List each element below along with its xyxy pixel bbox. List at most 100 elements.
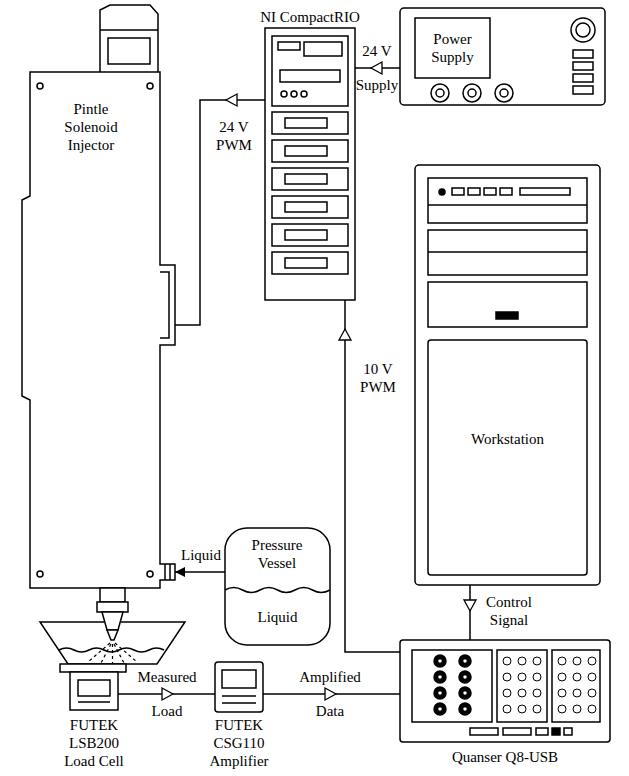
signal-label: Amplified Data [295,660,365,728]
drawing-part [428,204,587,206]
drawing-part [412,650,492,722]
injector-drawing [22,5,175,640]
drawing-part [533,689,541,697]
drawing-part [503,657,596,713]
spray-lines [88,643,137,663]
drawing-part [285,118,327,128]
device-label: Workstation [432,430,583,448]
drawing-part [576,23,590,37]
drawing-part [107,630,118,640]
drawing-part [459,671,471,683]
drawing-part [500,188,512,195]
drawing-part [434,687,446,699]
drawing-part [272,196,348,218]
drawing-part [70,672,118,710]
drawing-part [573,689,581,697]
drawing-part [415,165,600,585]
drawing-part [22,72,175,588]
power-supply-drawing [400,8,605,105]
drawing-part [215,662,263,712]
signal-label: Control Signal [478,593,540,629]
drawing-part [415,18,490,78]
drawing-part [533,705,541,713]
device-box: Pintle Solenoid Injector [22,5,175,648]
drawing-part [100,29,158,31]
drawing-part [438,659,443,664]
drawing-part [60,664,126,672]
drawing-part [285,146,327,156]
drawing-part [438,675,443,680]
drawing-part [573,62,593,70]
drawing-part [459,703,471,715]
drawing-part [272,224,348,246]
signal-line [175,100,265,325]
arrowhead [371,62,382,74]
signal-connector [175,94,265,325]
drawing-part [573,657,581,665]
device-label: Pressure Vessel [242,536,312,572]
arrowhead [175,567,185,577]
drawing-part [438,691,443,696]
drawing-part [428,230,587,275]
drawing-part [558,657,566,665]
drawing-part [573,74,593,82]
drawing-part [573,50,593,58]
device-label: Liquid [230,608,325,626]
drawing-part [37,83,43,89]
drawing-part [571,18,595,42]
drawing-part [518,705,526,713]
drawing-part [552,728,560,735]
drawing-part [573,673,581,681]
device-label: Quanser Q8-USB [400,748,610,766]
drawing-part [496,312,518,319]
drawing-part [272,252,348,274]
drawing-part [431,84,449,102]
load-cell-drawing [60,664,126,710]
signal-line [469,585,471,640]
drawing-part [78,701,110,703]
device-label: FUTEK CSG110 Amplifier [202,716,276,770]
signal-line [345,300,400,652]
drawing-part [222,696,256,703]
drawing-part [558,705,566,713]
drawing-part [495,84,513,102]
drawing-part [438,707,443,712]
drawing-part [285,258,327,268]
drawing-part [100,588,125,602]
drawing-part [468,89,476,97]
drawing-part [100,5,158,72]
drawing-part [518,657,526,665]
arrowhead [325,688,336,700]
drawing-part [434,655,446,667]
drawing-part [588,705,596,713]
device-label: Pintle Solenoid Injector [52,100,130,154]
drawing-part [88,643,110,662]
arrowhead [464,600,476,611]
drawing-part [503,728,531,735]
signal-connector [175,567,225,577]
drawing-part [533,657,541,665]
device-box: FUTEK LSB200 Load Cell [70,672,118,710]
drawing-part [573,86,593,94]
signal-label: 24 V PWM [205,118,263,154]
signal-label: 10 V PWM [352,360,404,396]
signal-label: 24 V Supply [352,34,402,102]
drawing-part [222,670,256,688]
drawing-part [536,728,548,735]
drawing-part [301,91,307,97]
drawing-part [463,675,468,680]
drawing-part [225,528,330,645]
signal-label: Measured Load [134,660,200,728]
drawing-part [428,282,587,327]
drawing-part [497,650,547,722]
drawing-part [503,657,511,665]
device-box: Power Supply [400,8,605,105]
drawing-part [452,188,464,195]
signal-connector [118,688,215,700]
drawing-part [468,188,480,195]
drawing-part [101,644,111,663]
drawing-part [114,644,124,663]
drawing-part [285,174,327,184]
drawing-part [37,571,43,577]
